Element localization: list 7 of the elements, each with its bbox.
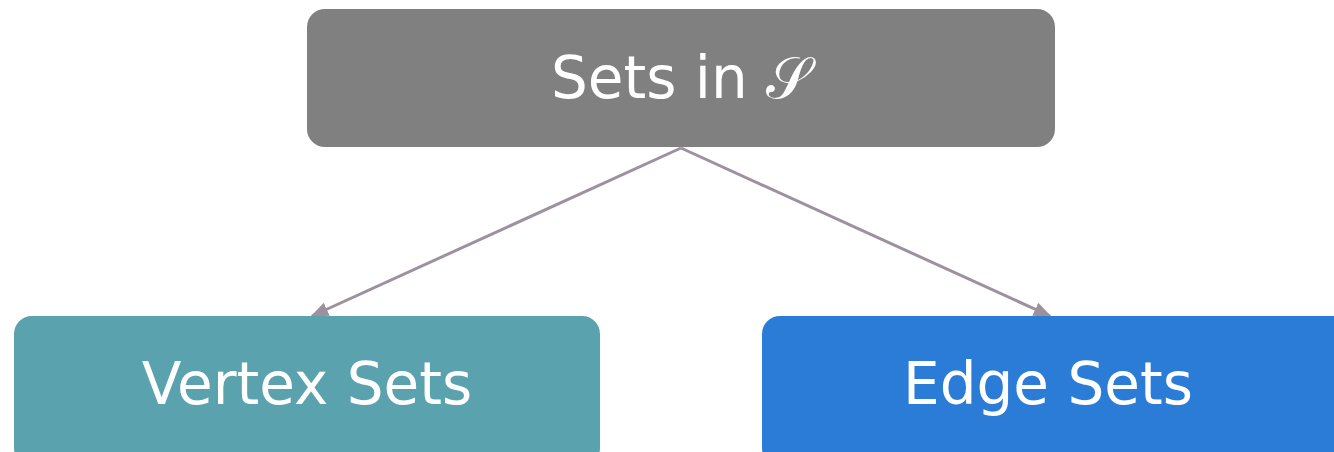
box-label: Vertex Sets [141,355,473,420]
arrow [680,146,1052,318]
arrow [310,146,682,318]
box-label: Edge Sets [903,355,1194,420]
rounded-box [307,9,1055,147]
rounded-box [14,316,600,452]
rounded-box [762,316,1334,452]
